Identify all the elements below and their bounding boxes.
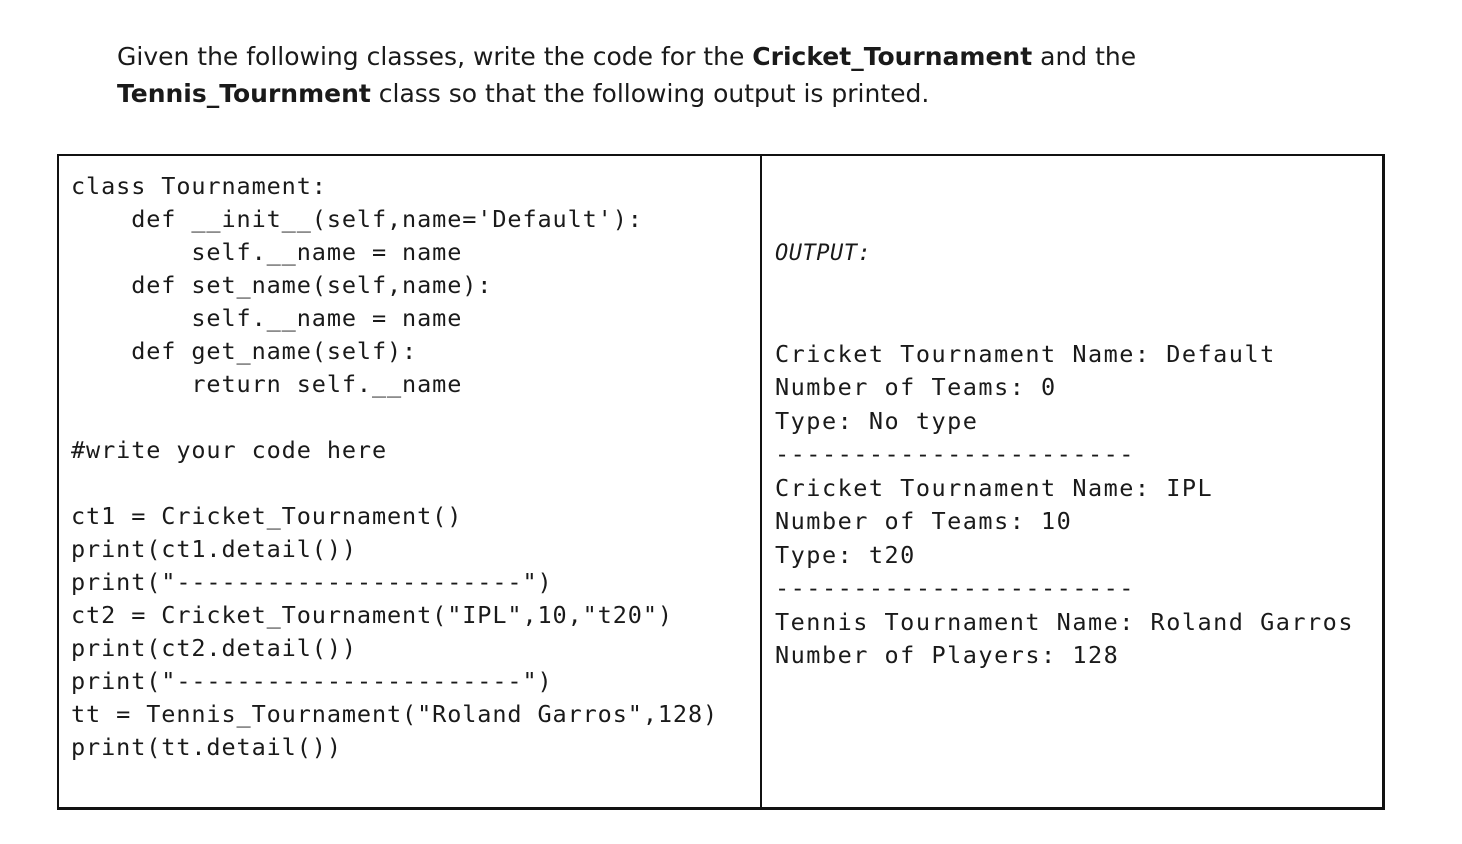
code-line: return self.__name	[71, 370, 463, 398]
code-line	[71, 401, 718, 434]
output-header: OUTPUT:	[775, 241, 872, 266]
code-line: ct1 = Cricket_Tournament()	[71, 502, 463, 530]
question-bold-cricket: Cricket_Tournament	[752, 42, 1033, 71]
question-text: Given the following classes, write the c…	[117, 38, 1317, 112]
code-line: print(ct1.detail())	[71, 535, 357, 563]
code-line: self.__name = name	[71, 304, 463, 332]
question-bold-tennis: Tennis_Tournment	[117, 79, 371, 108]
output-line: Number of Players: 128	[775, 641, 1120, 669]
code-line: def __init__(self,name='Default'):	[71, 205, 643, 233]
output-line: Cricket Tournament Name: IPL	[775, 473, 1214, 502]
code-line: self.__name = name	[71, 238, 463, 266]
code-output-table: class Tournament: def __init__(self,name…	[57, 154, 1385, 810]
code-line: def get_name(self):	[71, 337, 418, 365]
code-line: print("-----------------------")	[71, 667, 553, 695]
code-line: print(ct2.detail())	[71, 634, 357, 662]
code-line: class Tournament:	[71, 172, 327, 200]
code-block: class Tournament: def __init__(self,name…	[71, 170, 718, 764]
output-block: OUTPUT: Cricket Tournament Name: Default…	[775, 170, 1354, 740]
code-line: #write your code here	[71, 436, 388, 464]
code-line: print("-----------------------")	[71, 568, 553, 596]
code-line: ct2 = Cricket_Tournament("IPL",10,"t20")	[71, 601, 673, 629]
output-line: Number of Teams: 10	[775, 507, 1073, 535]
code-line: print(tt.detail())	[71, 733, 342, 761]
column-divider	[760, 156, 762, 807]
output-line: Tennis Tournament Name: Roland Garros	[775, 607, 1354, 636]
output-line: -----------------------	[775, 574, 1135, 602]
question-part-3: class so that the following output is pr…	[370, 79, 930, 108]
question-part-2: and the	[1032, 42, 1137, 71]
code-line: tt = Tennis_Tournament("Roland Garros",1…	[71, 700, 719, 728]
code-line: def set_name(self,name):	[71, 271, 493, 299]
question-part-1: Given the following classes, write the c…	[117, 42, 753, 71]
output-line: Type: t20	[775, 540, 916, 569]
output-line: -----------------------	[775, 440, 1135, 468]
output-line: Number of Teams: 0	[775, 373, 1057, 401]
output-line: Cricket Tournament Name: Default	[775, 339, 1276, 368]
code-line	[71, 467, 718, 500]
output-line: Type: No type	[775, 406, 979, 435]
